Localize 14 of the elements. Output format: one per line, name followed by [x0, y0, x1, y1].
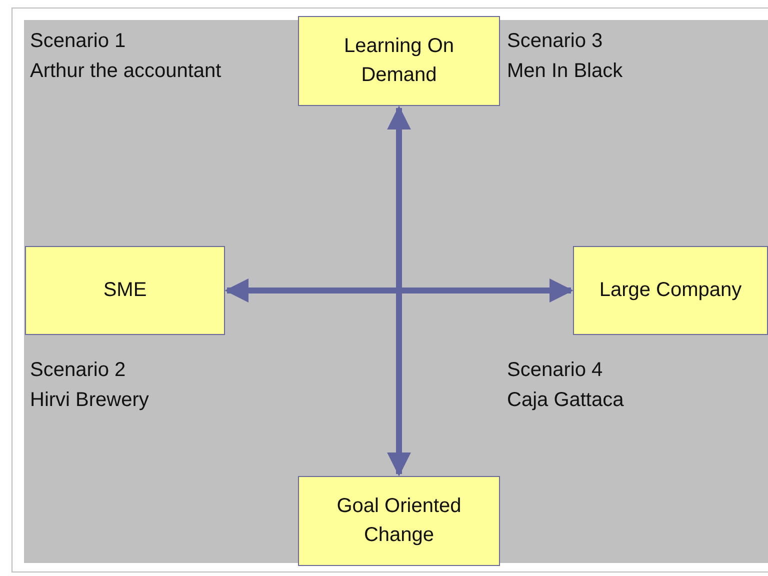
scenario-number: Scenario 4: [507, 358, 603, 383]
label-box: SME: [25, 246, 225, 335]
double-arrow: [224, 278, 574, 302]
label-box: Large Company: [573, 246, 768, 335]
double-arrow: [387, 106, 411, 476]
scenario-name: Hirvi Brewery: [30, 388, 149, 413]
scenario-number: Scenario 3: [507, 29, 603, 54]
scenario-number: Scenario 2: [30, 358, 126, 383]
scenario-name: Caja Gattaca: [507, 388, 624, 413]
label-box: Learning On Demand: [298, 16, 500, 106]
scenario-name: Men In Black: [507, 59, 623, 84]
label-box: Goal Oriented Change: [298, 476, 500, 566]
scenario-name: Arthur the accountant: [30, 59, 222, 84]
scenario-number: Scenario 1: [30, 29, 126, 54]
